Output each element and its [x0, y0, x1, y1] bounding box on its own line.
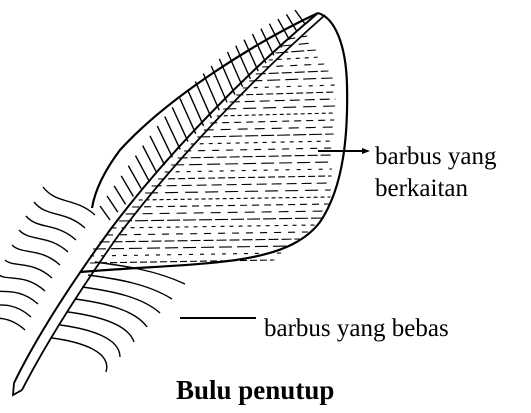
upper-barb-stroke [269, 24, 281, 48]
upper-barb-stroke [150, 136, 165, 165]
linked-barb-stroke [171, 162, 332, 165]
free-barbs-label: barbus yang bebas [264, 316, 449, 341]
linked-barbs-label-line2: berkaitan [375, 176, 468, 201]
linked-barb-stroke [236, 92, 336, 95]
free-barb-wisp [0, 275, 45, 291]
linked-barb-stroke [178, 155, 333, 158]
linked-barb-stroke [145, 190, 331, 193]
free-barb-wisp [52, 338, 107, 372]
free-barb-wisp [26, 216, 76, 240]
upper-barb-stroke [121, 176, 133, 197]
linked-barb-stroke [126, 211, 330, 214]
upper-barb-stroke [244, 40, 258, 71]
free-barb-wisp [0, 290, 38, 304]
linked-barb-stroke [191, 141, 334, 144]
upper-barb-stroke [107, 196, 118, 212]
upper-barb-stroke [165, 117, 180, 150]
free-barb-wisp [0, 318, 25, 330]
linked-barb-stroke [230, 99, 336, 102]
free-barb-wisp [43, 187, 95, 215]
linked-barb-stroke [243, 85, 337, 88]
free-barb-wisp [34, 202, 85, 228]
free-barb-wisp [19, 230, 68, 252]
linked-barb-stroke [217, 113, 335, 116]
diagram-caption: Bulu penutup [176, 377, 334, 404]
upper-barb-stroke [135, 156, 149, 181]
linked-barb-stroke [204, 127, 334, 130]
linked-barbs-label-line1: barbus yang [375, 144, 497, 169]
linked-barb-stroke [223, 106, 335, 109]
linked-barb-stroke [132, 204, 330, 207]
linked-barb-stroke [152, 183, 332, 186]
linked-barb-stroke [119, 218, 325, 221]
linked-barb-stroke [139, 197, 331, 200]
free-barb-wisp [0, 305, 31, 317]
linked-barb-stroke [197, 134, 333, 137]
linked-barb-stroke [158, 176, 331, 179]
free-barb-wisp [5, 260, 52, 278]
free-barbs-wisps [0, 187, 185, 372]
linked-barb-stroke [90, 260, 274, 263]
upper-barb-stroke [157, 126, 172, 157]
upper-barb-stroke [100, 206, 110, 220]
free-barb-wisp [88, 275, 172, 299]
linked-barb-stroke [282, 43, 312, 46]
feather-quill-tip [13, 383, 22, 395]
linked-barb-stroke [106, 232, 308, 235]
linked-barbs-pointer-arrow [362, 148, 370, 154]
linked-barb-stroke [90, 253, 283, 256]
free-barb-wisp [12, 245, 60, 265]
upper-barb-stroke [143, 146, 157, 173]
linked-barb-stroke [93, 246, 291, 249]
linked-barb-stroke [113, 225, 317, 228]
linked-barb-stroke [165, 169, 332, 172]
free-barb-wisp [68, 312, 134, 342]
upper-barb-stroke [114, 186, 125, 204]
linked-barb-stroke [184, 148, 333, 151]
linked-barb-stroke [275, 50, 315, 53]
upper-barb-stroke [252, 34, 266, 63]
linked-barb-stroke [100, 239, 300, 242]
linked-barb-stroke [256, 71, 329, 74]
linked-barb-stroke [249, 78, 332, 81]
upper-barb-stroke [128, 166, 141, 189]
linked-barb-stroke [210, 120, 334, 123]
